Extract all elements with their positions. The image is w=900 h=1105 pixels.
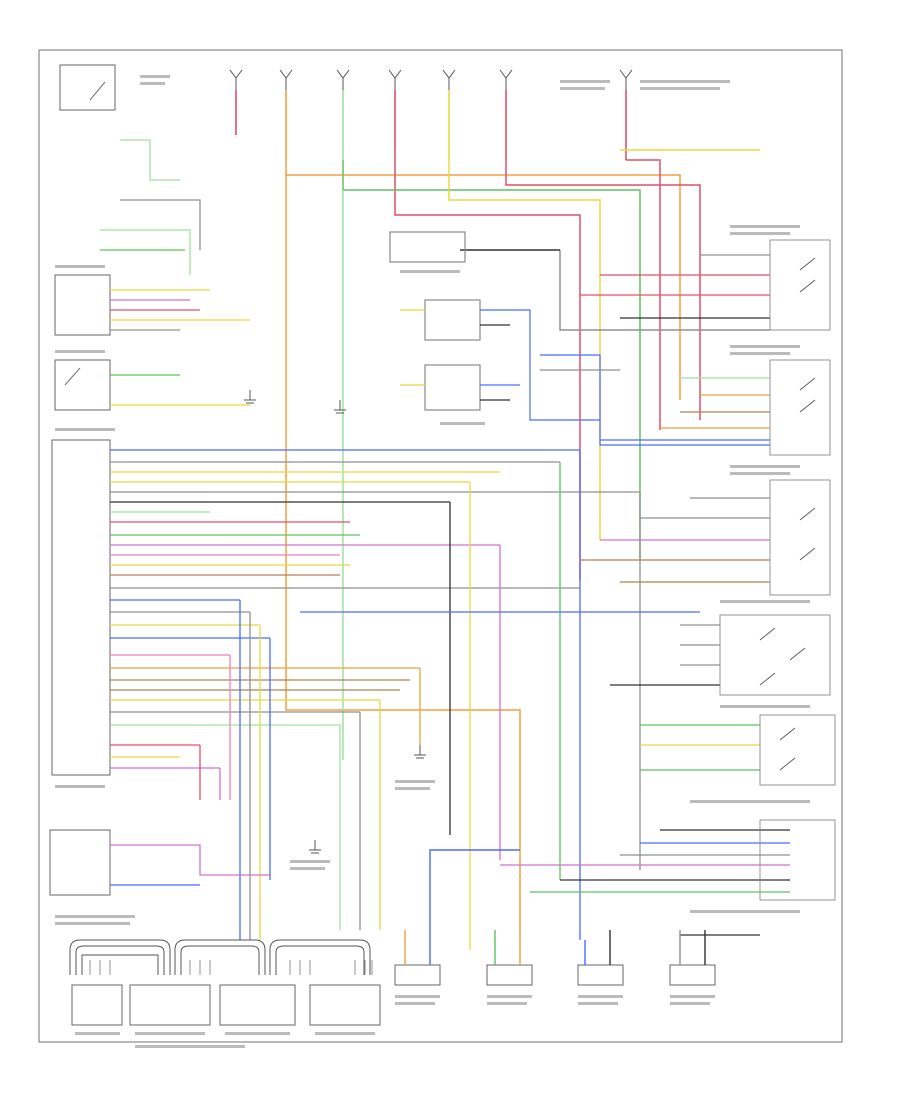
vertical-drops — [199, 450, 641, 950]
right-switches — [300, 254, 790, 936]
connector-pins — [89, 960, 373, 975]
fuse-drops — [235, 90, 627, 160]
top-fuse-terminals — [229, 69, 633, 90]
main-control-module — [51, 439, 111, 776]
right-switch-boxes — [719, 239, 836, 901]
left-modules — [49, 64, 116, 896]
left-harness — [100, 139, 270, 886]
label-blocks — [55, 75, 810, 1048]
switch-contact-icons — [64, 81, 816, 771]
bottom-modules — [71, 964, 716, 1026]
connector-block-icons — [69, 939, 371, 975]
control-module-pins — [110, 449, 640, 769]
center-relays — [389, 231, 770, 446]
module-box-upper — [54, 274, 111, 336]
diagram-border — [38, 49, 843, 1043]
ground-symbol-icons — [244, 390, 426, 854]
actuator-feeds — [404, 849, 706, 965]
module-box-lower — [54, 359, 111, 411]
ground-box — [49, 829, 111, 896]
ignition-switch-box — [59, 64, 116, 111]
